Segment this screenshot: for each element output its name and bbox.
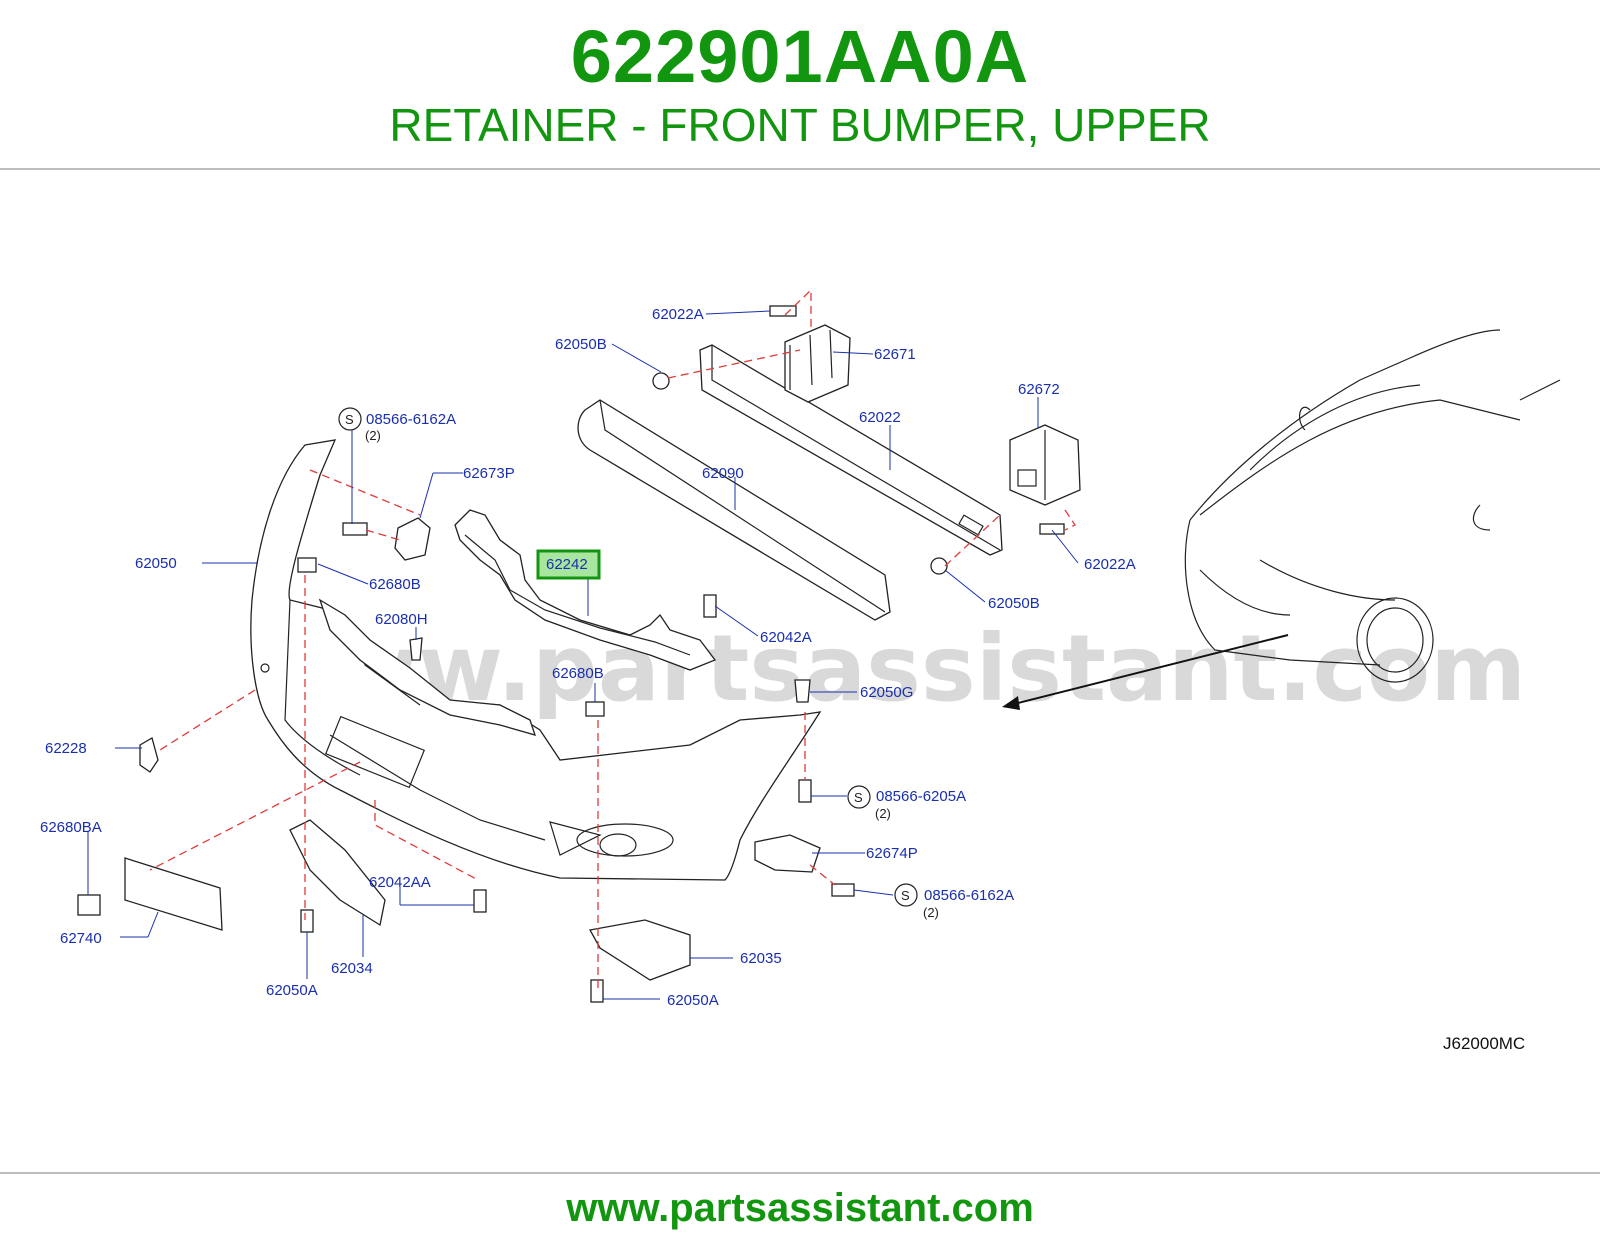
- label-62022[interactable]: 62022: [859, 409, 901, 426]
- label-62022A-right[interactable]: 62022A: [1084, 556, 1136, 573]
- label-62034[interactable]: 62034: [331, 960, 373, 977]
- label-62680BA[interactable]: 62680BA: [40, 819, 102, 836]
- retainer-upper-62242: [454, 509, 717, 671]
- bracket-62672: [1009, 424, 1081, 506]
- s-mark-icon: [847, 785, 871, 809]
- label-62740[interactable]: 62740: [60, 930, 102, 947]
- assembly-lines: [149, 288, 1076, 990]
- highlight-box-62242: [536, 549, 601, 580]
- part-labels: 62022A 62050B 62671 62672 62022 62090 62…: [40, 306, 1136, 1009]
- label-62042A[interactable]: 62042A: [760, 629, 812, 646]
- quantity-label: (2): [365, 428, 381, 443]
- label-62035[interactable]: 62035: [740, 950, 782, 967]
- quantity-label: (2): [923, 905, 939, 920]
- bracket-62035: [588, 919, 691, 981]
- label-62672[interactable]: 62672: [1018, 381, 1060, 398]
- label-62022A[interactable]: 62022A: [652, 306, 704, 323]
- s-mark-icon: [338, 407, 362, 431]
- side-bracket-62674P: [754, 834, 821, 873]
- label-62042AA[interactable]: 62042AA: [369, 874, 431, 891]
- clip-62680BA: [77, 894, 101, 916]
- footer-divider: [0, 1172, 1600, 1174]
- leader-lines: [87, 310, 1079, 1000]
- label-62680B-mid[interactable]: 62680B: [552, 665, 604, 682]
- s-mark-icon: [894, 883, 918, 907]
- label-62242[interactable]: 62242: [546, 556, 588, 573]
- label-62050[interactable]: 62050: [135, 555, 177, 572]
- part-number-title: 622901AA0A: [570, 15, 1030, 98]
- label-62050B-right[interactable]: 62050B: [988, 595, 1040, 612]
- label-62050A-right[interactable]: 62050A: [667, 992, 719, 1009]
- quantity-label: (2): [875, 806, 891, 821]
- label-62080H[interactable]: 62080H: [375, 611, 428, 628]
- label-62228[interactable]: 62228: [45, 740, 87, 757]
- header-divider: [0, 168, 1600, 170]
- label-62090[interactable]: 62090: [702, 465, 744, 482]
- bracket-62034: [289, 819, 386, 927]
- arrow-head-icon: [1002, 696, 1020, 710]
- license-bracket-62740: [124, 857, 223, 931]
- label-62671[interactable]: 62671: [874, 346, 916, 363]
- label-62050G[interactable]: 62050G: [860, 684, 913, 701]
- s-mark-label: S: [345, 412, 354, 427]
- label-62050B[interactable]: 62050B: [555, 336, 607, 353]
- cover-62228: [139, 737, 159, 773]
- s-mark-label: S: [854, 790, 863, 805]
- side-bracket-62673P: [394, 517, 431, 561]
- label-62674P[interactable]: 62674P: [866, 845, 918, 862]
- label-62673P[interactable]: 62673P: [463, 465, 515, 482]
- label-62050A[interactable]: 62050A: [266, 982, 318, 999]
- diagram-code: J62000MC: [1443, 1034, 1525, 1053]
- label-08566-6162A-bottom[interactable]: 08566-6162A: [924, 887, 1014, 904]
- vehicle-illustration: [1184, 329, 1561, 683]
- label-62680B[interactable]: 62680B: [369, 576, 421, 593]
- bumper-upper-strip: [318, 598, 537, 736]
- bracket-62671: [784, 324, 851, 403]
- location-arrow: [1009, 634, 1289, 706]
- label-08566-6162A[interactable]: 08566-6162A: [366, 411, 456, 428]
- label-08566-6205A[interactable]: 08566-6205A: [876, 788, 966, 805]
- standard-part-marks: S S S: [338, 407, 918, 907]
- part-name-subtitle: RETAINER - FRONT BUMPER, UPPER: [389, 99, 1211, 151]
- s-mark-label: S: [901, 888, 910, 903]
- footer-site-link[interactable]: www.partsassistant.com: [566, 1186, 1034, 1230]
